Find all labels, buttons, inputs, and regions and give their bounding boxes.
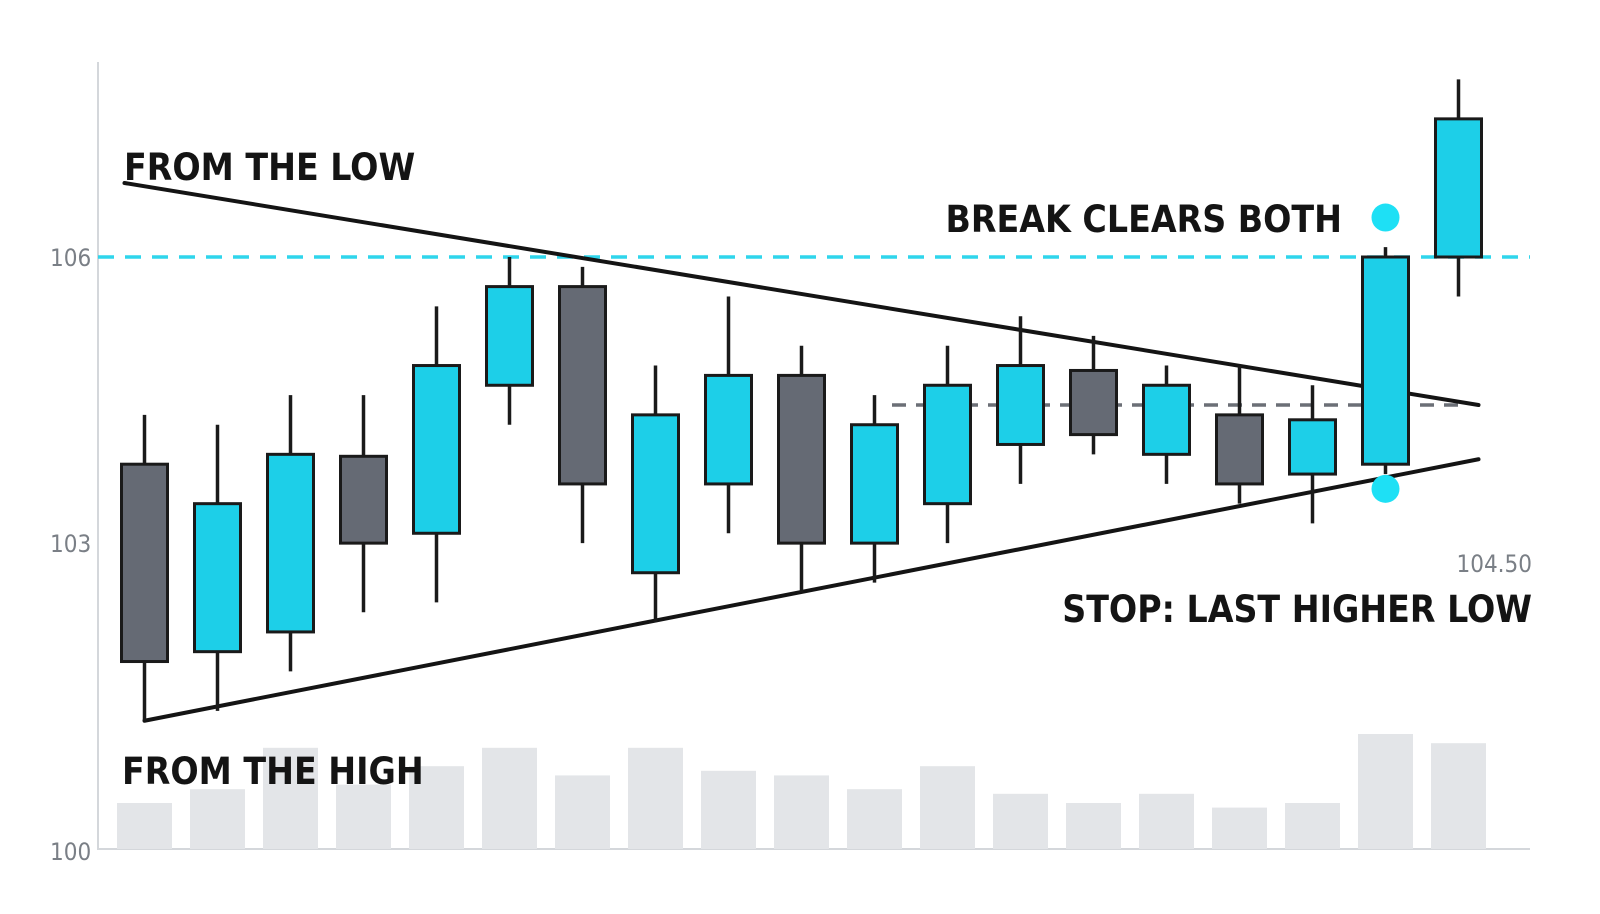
candle-body — [631, 413, 680, 575]
stop-price-label: 104.50 — [1456, 550, 1532, 578]
volume-bar — [701, 770, 756, 849]
volume-bar — [920, 766, 975, 849]
candles — [120, 79, 1483, 721]
candle-body — [193, 502, 242, 654]
candle-body — [339, 454, 388, 545]
volume-bar — [263, 747, 318, 849]
upper-trendline — [122, 181, 1481, 407]
trendlines — [122, 181, 1481, 723]
y-tick-label-100: 100 — [50, 838, 91, 866]
volume-bar — [1358, 734, 1413, 849]
volume-bar — [1139, 793, 1194, 849]
volume-bar — [774, 775, 829, 849]
candle-body — [1288, 418, 1337, 476]
volume-bar — [482, 747, 537, 849]
candle-body — [923, 383, 972, 506]
candle-body — [485, 285, 534, 387]
candle-body — [850, 423, 899, 545]
y-tick-label-106: 106 — [50, 244, 91, 272]
annotation-from-the-low: FROM THE LOW — [124, 146, 415, 189]
volume-bar — [117, 803, 172, 849]
candle-body — [1142, 383, 1191, 456]
candle-body — [266, 452, 315, 634]
breakout-markers — [1371, 203, 1400, 503]
candle-body — [704, 373, 753, 486]
volume-bar — [1431, 743, 1486, 849]
breakout-marker — [1371, 474, 1400, 503]
candle-body — [1069, 368, 1118, 437]
candle-body — [412, 364, 461, 535]
volume-bar — [847, 789, 902, 849]
annotation-from-the-high: FROM THE HIGH — [122, 750, 424, 793]
y-tick-label-103: 103 — [50, 530, 91, 558]
annotation-stop-last-higher-low: STOP: LAST HIGHER LOW — [1062, 588, 1532, 631]
candle-body — [1361, 255, 1410, 466]
candle-body — [996, 364, 1045, 446]
annotation-break-clears-both: BREAK CLEARS BOTH — [946, 198, 1342, 241]
candle-body — [1215, 413, 1264, 486]
volume-bars — [117, 734, 1486, 849]
volume-bar — [628, 747, 683, 849]
breakout-marker — [1371, 203, 1400, 232]
volume-bar — [190, 789, 245, 849]
candle-body — [120, 462, 169, 664]
lower-trendline — [142, 457, 1481, 723]
guide-lines — [98, 255, 1530, 407]
volume-bar — [409, 766, 464, 849]
candle-body — [1434, 117, 1483, 259]
candle-body — [777, 373, 826, 545]
volume-bar — [993, 793, 1048, 849]
volume-bar — [1285, 803, 1340, 849]
volume-bar — [555, 775, 610, 849]
volume-bar — [1066, 803, 1121, 849]
candle-body — [558, 285, 607, 486]
volume-bar — [1212, 807, 1267, 849]
volume-bar — [336, 784, 391, 849]
